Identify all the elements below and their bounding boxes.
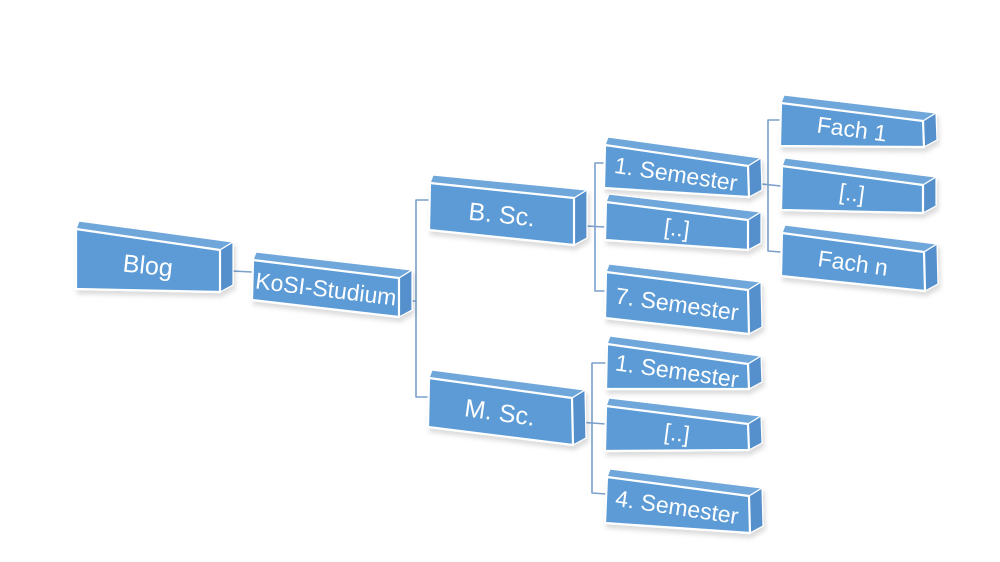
box-front-face [779,164,925,215]
box-side-face [571,389,587,446]
box-front-face [250,258,401,319]
box-side-face [923,243,939,292]
box-front-face [778,101,926,149]
box-front-face [603,200,750,252]
node-msc-semester-dots-label: [..] [663,418,692,447]
node-kosi-studium: KoSI-Studium [250,251,413,319]
box-side-face [219,241,234,293]
node-bsc-label: B. Sc. [467,198,536,233]
box-side-face [398,269,413,318]
connector-kosi-degrees [411,199,430,398]
node-blog: Blog [74,220,234,294]
node-fach-dots-label: [..] [838,178,867,207]
box-front-face [427,181,576,247]
connector-blog-kosi [231,270,253,273]
box-front-face [603,270,751,336]
node-msc: M. Sc. [426,369,587,447]
node-bsc: B. Sc. [427,174,588,247]
box-side-face [747,281,763,335]
box-front-face [74,227,222,294]
node-msc-semester-dots: [..] [603,397,763,453]
node-fach-n: Fach n [779,224,939,293]
node-bsc-semester-1: 1. Semester [602,136,763,199]
connector-sem1-subjects [760,119,782,253]
box-front-face [602,143,751,199]
box-front-face [426,376,575,447]
node-msc-semester-4: 4. Semester [603,468,764,535]
node-blog-label: Blog [122,249,175,282]
box-front-face [779,231,927,293]
box-front-face [603,404,751,453]
connector-bsc-semesters [585,162,606,292]
node-fach-dots: [..] [779,157,937,215]
box-front-face [604,342,751,391]
box-front-face [603,475,752,535]
node-bsc-semester-7: 7. Semester [603,263,763,336]
node-bsc-semester-dots-label: [..] [663,213,692,242]
node-msc-semester-1: 1. Semester [604,335,763,393]
node-bsc-semester-dots: [..] [603,193,762,252]
box-side-face [573,189,588,246]
box-side-face [748,487,764,534]
node-fach-1: Fach 1 [778,94,938,149]
